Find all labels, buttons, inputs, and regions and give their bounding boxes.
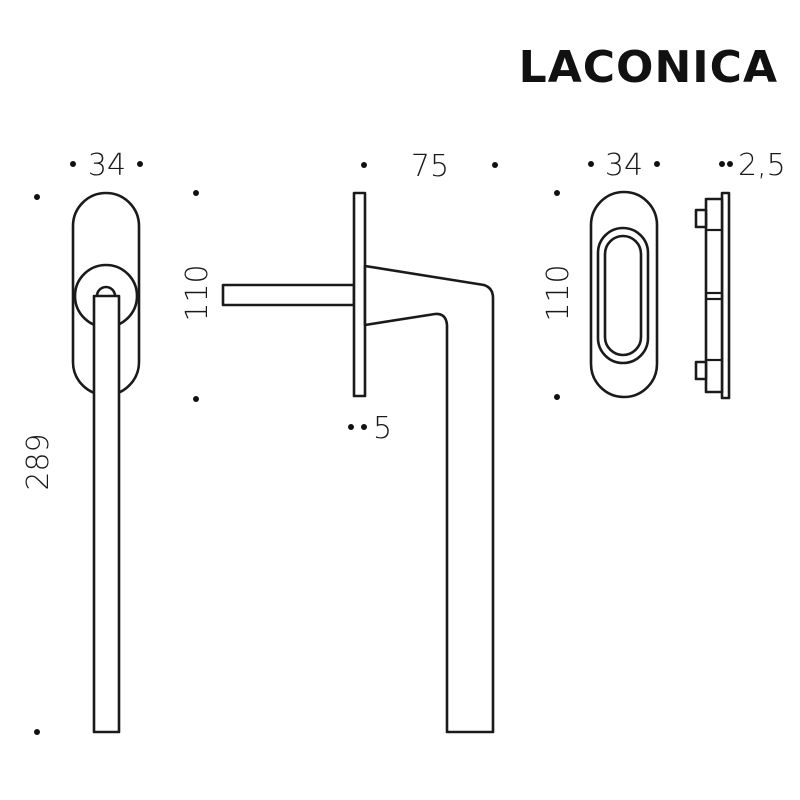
dim-rear-width: 34 (605, 148, 643, 183)
side-spindle (221, 283, 356, 307)
dim-dot (348, 424, 354, 430)
dim-front-width: 34 (88, 148, 126, 183)
dim-rose-height: 110 (180, 264, 215, 321)
front-view: 34 289 (21, 148, 143, 735)
profile-boss-top (694, 208, 708, 229)
dim-dot (34, 729, 40, 735)
dim-dot (588, 161, 594, 167)
dim-dot (137, 161, 143, 167)
dim-dot (554, 394, 560, 400)
profile-body (704, 197, 724, 394)
dim-rear-thickness: 2,5 (738, 148, 786, 183)
profile-boss-bottom (694, 360, 708, 381)
dim-dot (554, 190, 560, 196)
dim-dot (361, 424, 367, 430)
side-view: 75 110 5 (180, 149, 498, 734)
dim-rear-height: 110 (541, 264, 576, 321)
dim-overall-height: 289 (21, 433, 56, 490)
dim-dot (492, 162, 498, 168)
dim-dot (719, 161, 725, 167)
rear-side-profile: 2,5 (694, 148, 786, 400)
dim-dot (34, 194, 40, 200)
dim-dot (193, 190, 199, 196)
dim-dot (70, 161, 76, 167)
side-lever (363, 264, 495, 734)
side-rose-plate (352, 191, 367, 398)
dim-dot (654, 161, 660, 167)
dim-side-projection: 75 (411, 149, 449, 184)
dim-dot (361, 162, 367, 168)
rear-view: 34 110 (541, 148, 660, 400)
front-lever (92, 294, 121, 734)
dim-rose-thickness: 5 (373, 411, 392, 446)
dim-dot (193, 396, 199, 402)
rear-recess-inner (603, 234, 643, 357)
product-title: LACONICA (519, 42, 778, 93)
dim-dot (727, 161, 733, 167)
